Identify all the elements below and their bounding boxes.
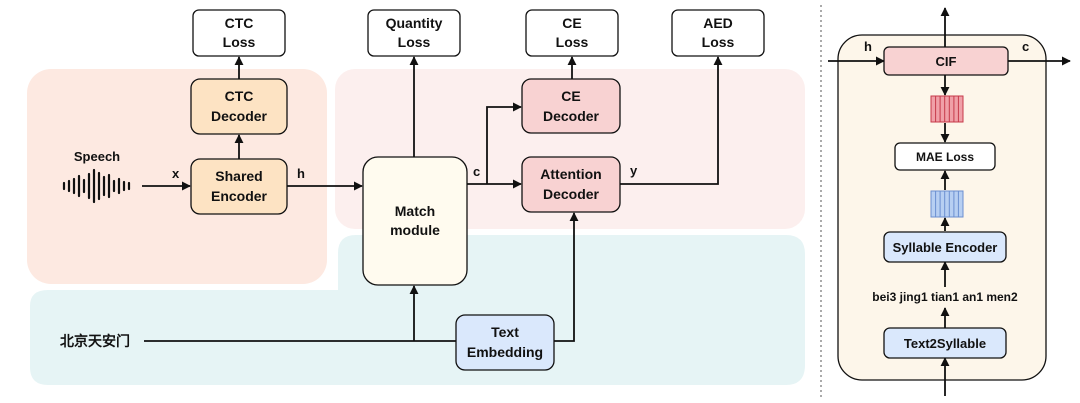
panel-c-label: c [1022, 39, 1029, 54]
signal-c-label: c [473, 164, 480, 179]
signal-x-label: x [172, 166, 180, 181]
ce-loss-box [525, 9, 619, 57]
syllable-encoder-block [883, 231, 1007, 263]
text2syllable-label: Text2Syllable [904, 336, 986, 351]
panel-connections [828, 7, 1071, 396]
syllable-encoder-label: Syllable Encoder [893, 240, 998, 255]
text-feature-tensor-icon [930, 190, 964, 218]
syllable-sequence-label: bei3 jing1 tian1 an1 men2 [872, 290, 1018, 304]
connections [142, 56, 723, 342]
quantity-loss-box [367, 9, 461, 57]
cif-block [883, 46, 1009, 76]
acoustic-feature-tensor-icon [930, 95, 964, 123]
text2syllable-block [883, 327, 1007, 359]
match-module-block [362, 156, 468, 286]
signal-h-label: h [297, 166, 305, 181]
speech-waveform-icon [62, 168, 131, 204]
ctc-loss-box [192, 9, 286, 57]
embedding-to-attention-decoder-arrow [554, 212, 579, 342]
panel-h-label: h [864, 39, 872, 54]
attention-decoder-to-aed-loss-arrow [620, 56, 723, 185]
match-to-ce-decoder-arrow [486, 102, 522, 184]
mae-loss-label: MAE Loss [916, 150, 974, 164]
text-region [30, 235, 805, 385]
text-embedding-block [455, 314, 555, 371]
signal-y-label: y [630, 163, 638, 178]
speech-label: Speech [74, 149, 120, 164]
aed-loss-box [671, 9, 765, 57]
ce-decoder-block [521, 78, 621, 134]
cif-label: CIF [936, 54, 957, 69]
text-input-label: 北京天安门 [60, 333, 130, 349]
mae-loss-box [894, 142, 996, 171]
